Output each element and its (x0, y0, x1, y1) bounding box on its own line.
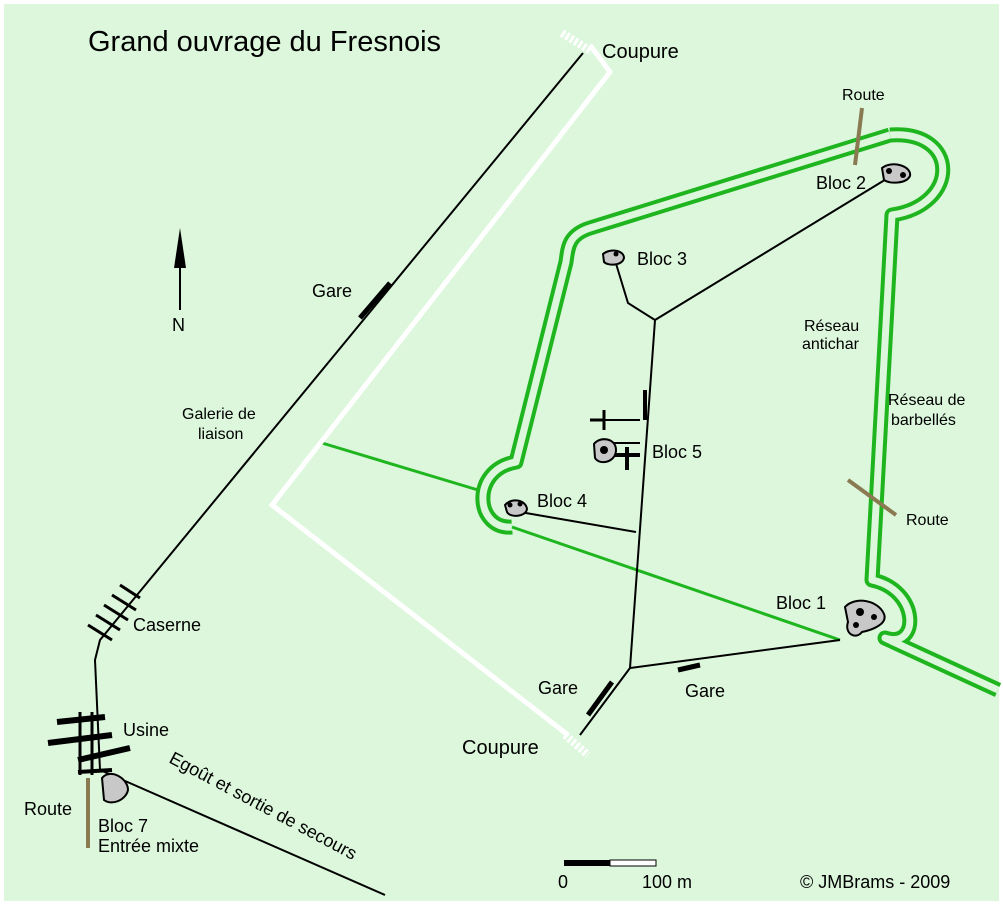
map-background (4, 4, 999, 901)
gare-segments (358, 281, 701, 717)
label-route-right: Route (906, 512, 949, 529)
map-title: Grand ouvrage du Fresnois (88, 26, 441, 58)
label-antichar-1: Réseau (804, 318, 859, 335)
label-antichar-2: antichar (802, 336, 860, 353)
label-galerie-1: Galerie de (182, 406, 256, 423)
label-gare-left: Gare (538, 678, 578, 698)
bloc-1-shape (843, 599, 886, 637)
label-bloc-7: Bloc 7 (98, 816, 148, 836)
routes (86, 107, 898, 848)
label-barbeles-2: barbellés (891, 412, 956, 429)
label-coupure-bottom: Coupure (462, 737, 539, 759)
label-route-left: Route (24, 799, 72, 819)
caserne-hatch (87, 583, 141, 642)
copyright: © JMBrams - 2009 (800, 872, 950, 892)
label-gare-gallery: Gare (312, 281, 352, 301)
bloc-2-shape (880, 163, 912, 184)
scale-zero: 0 (558, 872, 568, 892)
perimeter-antichar (321, 127, 1002, 697)
bloc5-structure (590, 390, 647, 470)
label-galerie-2: liaison (198, 426, 243, 443)
label-barbeles-1: Réseau de (888, 392, 965, 409)
label-coupure-top: Coupure (602, 41, 679, 63)
label-bloc-1: Bloc 1 (776, 593, 826, 613)
label-caserne: Caserne (133, 615, 201, 635)
bloc-3-shape (601, 249, 626, 266)
label-bloc-4: Bloc 4 (537, 491, 587, 511)
scale-bar (564, 859, 657, 867)
label-bloc-5: Bloc 5 (652, 442, 702, 462)
label-usine: Usine (123, 720, 169, 740)
bloc-4-shape (503, 499, 529, 517)
label-gare-right: Gare (685, 681, 725, 701)
label-route-top: Route (842, 87, 885, 104)
label-bloc-7-sub: Entrée mixte (98, 836, 199, 856)
bloc-5-shape (592, 438, 618, 464)
gallery-lines (93, 52, 889, 896)
label-bloc-2: Bloc 2 (816, 173, 866, 193)
usine-structure (47, 712, 131, 775)
scale-end: 100 m (642, 872, 692, 892)
label-bloc-3: Bloc 3 (637, 249, 687, 269)
bloc-7-shape (100, 772, 130, 804)
white-barrier (268, 29, 614, 759)
north-label: N (172, 315, 185, 335)
north-arrow-icon (174, 228, 186, 310)
